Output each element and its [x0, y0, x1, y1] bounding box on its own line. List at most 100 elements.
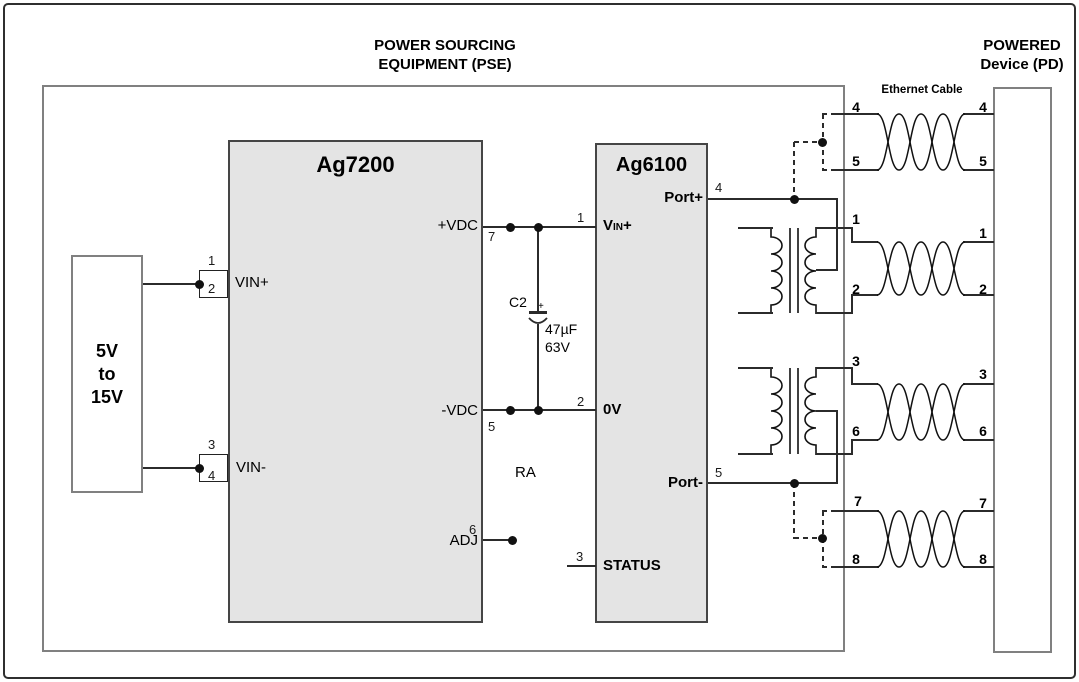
pse-title-line1: POWER SOURCING — [374, 37, 516, 54]
wire-segment — [483, 539, 513, 541]
cable-left-pin3: 3 — [852, 353, 860, 369]
twisted-pair-coil-3 — [876, 383, 966, 441]
ag6100-status-label: STATUS — [603, 557, 661, 574]
cable-left-pin2: 2 — [852, 281, 860, 297]
ag7200-pin6-number: 6 — [469, 522, 477, 537]
cable-left-pin5: 5 — [852, 153, 860, 169]
wire-segment — [963, 383, 994, 385]
dashed-wire-segment — [794, 537, 824, 539]
twisted-pair-coil-2 — [876, 241, 966, 296]
ag6100-title: Ag6100 — [615, 154, 688, 176]
junction-dot — [194, 279, 204, 289]
ag7200-adj-label: ADJ — [449, 532, 478, 549]
junction-dot — [507, 535, 517, 545]
ag7200-pin1-number: 1 — [208, 253, 216, 268]
wire-segment — [537, 324, 539, 411]
source-box: 5V to 15V — [71, 255, 143, 493]
ag7200-vdcminus-label: -VDC — [441, 402, 478, 419]
ag6100-0v-label: 0V — [603, 401, 622, 418]
dashed-wire-segment — [822, 510, 838, 512]
junction-dot — [533, 222, 543, 232]
wire-segment — [963, 241, 994, 243]
wire-segment — [851, 440, 853, 455]
wire-segment — [708, 198, 838, 200]
cable-right-pin8: 8 — [979, 551, 987, 567]
ag7200-vinplus-notch — [199, 270, 228, 298]
outer-frame — [3, 3, 1076, 679]
wire-segment — [738, 367, 773, 369]
wire-segment — [851, 368, 853, 385]
wire-segment — [816, 453, 853, 455]
dashed-wire-segment — [822, 113, 838, 115]
wire-segment — [836, 510, 879, 512]
pse-title: POWER SOURCING EQUIPMENT (PSE) — [290, 36, 600, 74]
pd-box — [993, 87, 1052, 653]
ag7200-vinminus-label: VIN- — [236, 459, 266, 476]
wire-segment — [708, 482, 838, 484]
source-line1: 5V — [95, 340, 119, 361]
cable-right-pin4: 4 — [979, 99, 987, 115]
dashed-wire-segment — [822, 566, 838, 568]
transformer-2 — [770, 367, 817, 455]
wire-segment — [851, 294, 878, 296]
wire-segment — [963, 510, 994, 512]
junction-dot — [505, 222, 515, 232]
cable-right-pin3: 3 — [979, 366, 987, 382]
ag6100-portplus-label: Port+ — [664, 189, 703, 206]
ethernet-cable-label: Ethernet Cable — [881, 84, 963, 96]
ag6100-vin-label-main: V — [603, 217, 614, 234]
dashed-wire-segment — [793, 142, 795, 200]
wire-segment — [816, 269, 838, 271]
cable-right-pin5: 5 — [979, 153, 987, 169]
wire-segment — [851, 241, 878, 243]
capacitor-value: 47µF — [545, 321, 578, 337]
ag6100-vin-label: VIN+ — [603, 217, 632, 234]
ag7200-vdcplus-label: +VDC — [437, 217, 478, 234]
wire-segment — [143, 467, 200, 469]
wire-segment — [816, 367, 853, 369]
ag6100-pin5-number: 5 — [715, 465, 723, 480]
wire-segment — [851, 439, 878, 441]
wire-segment — [851, 295, 853, 314]
dashed-wire-segment — [794, 141, 824, 143]
ag6100-portminus-label: Port- — [668, 474, 703, 491]
junction-dot — [533, 405, 543, 415]
wire-segment — [851, 383, 878, 385]
capacitor-ref: C2 — [509, 294, 527, 310]
ag7200-vinplus-label: VIN+ — [235, 274, 269, 291]
dashed-wire-segment — [793, 483, 795, 539]
ag6100-pin2-number: 2 — [577, 394, 585, 409]
cable-left-pin1: 1 — [852, 211, 860, 227]
cable-left-pin6: 6 — [852, 423, 860, 439]
cable-right-pin1: 1 — [979, 225, 987, 241]
pse-title-line2: EQUIPMENT (PSE) — [378, 56, 512, 73]
cable-left-pin4: 4 — [852, 99, 860, 115]
cable-left-pin8: 8 — [852, 551, 860, 567]
ag7200-pin7-number: 7 — [488, 229, 496, 244]
junction-dot — [817, 533, 827, 543]
resistor-ra-label: RA — [515, 464, 536, 481]
ag7200-pin5-number: 5 — [488, 419, 496, 434]
capacitor-plate-curved — [528, 317, 548, 324]
wire-segment — [963, 439, 994, 441]
wire-segment — [816, 410, 838, 412]
wire-segment — [836, 566, 879, 568]
wire-segment — [738, 312, 773, 314]
ag6100-pin1-number: 1 — [577, 210, 585, 225]
wire-segment — [851, 228, 853, 243]
wire-segment — [816, 312, 853, 314]
wire-segment — [738, 227, 773, 229]
pd-title-line2: Device (PD) — [980, 56, 1064, 73]
cable-left-pin7: 7 — [854, 493, 862, 509]
wire-segment — [816, 227, 853, 229]
cable-right-pin6: 6 — [979, 423, 987, 439]
wire-segment — [836, 169, 879, 171]
capacitor-polarity: + — [538, 301, 544, 312]
wire-segment — [567, 565, 596, 567]
ag7200-title: Ag7200 — [316, 152, 395, 177]
junction-dot — [789, 194, 799, 204]
ag6100-vin-label-sub: IN — [613, 222, 624, 233]
junction-dot — [194, 463, 204, 473]
junction-dot — [505, 405, 515, 415]
